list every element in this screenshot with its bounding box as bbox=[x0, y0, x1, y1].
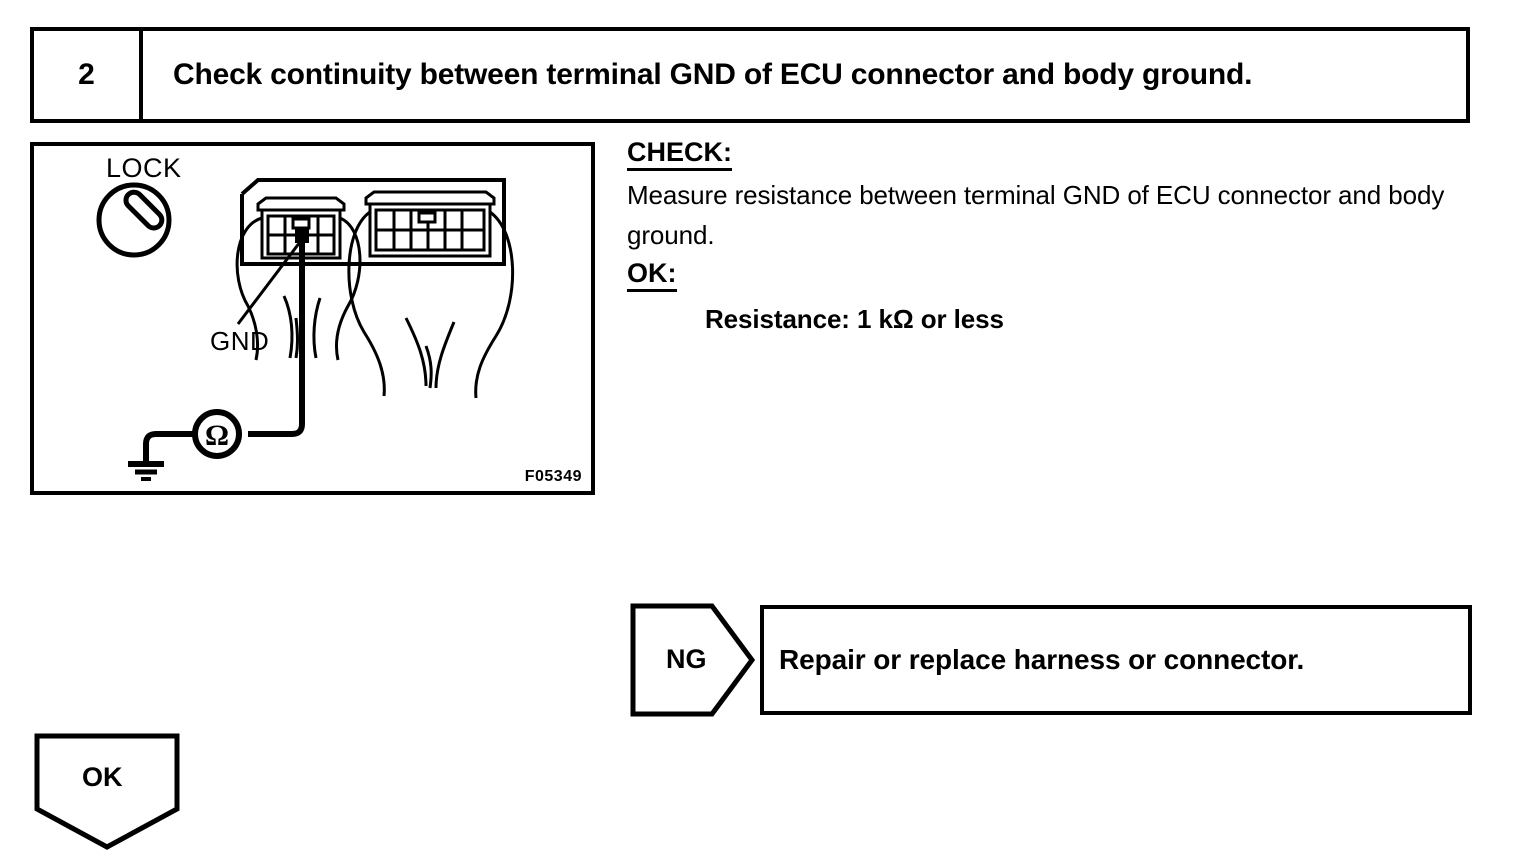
ok-arrow-shape bbox=[34, 733, 180, 850]
gnd-pin-highlight bbox=[295, 229, 309, 243]
ecu-connector-right bbox=[364, 190, 496, 258]
ok-branch: OK bbox=[34, 733, 184, 856]
ok-label: OK: bbox=[627, 259, 677, 293]
ng-result-box: Repair or replace harness or connector. bbox=[760, 605, 1472, 715]
gnd-leader-line bbox=[236, 241, 302, 325]
ohmmeter-icon: Ω bbox=[192, 409, 242, 459]
step-title-cell: Check continuity between terminal GND of… bbox=[147, 31, 1466, 119]
step-title: Check continuity between terminal GND of… bbox=[173, 58, 1253, 91]
ok-label-row: OK: bbox=[627, 259, 1487, 293]
ng-result-text: Repair or replace harness or connector. bbox=[779, 644, 1305, 675]
step-number-cell: 2 bbox=[34, 31, 143, 119]
ok-specification: Resistance: 1 kΩ or less bbox=[705, 304, 1004, 335]
check-text-block: CHECK: Measure resistance between termin… bbox=[627, 137, 1487, 335]
figure-id: F05349 bbox=[524, 468, 582, 485]
illustration-inner: LOCK GND F05349 bbox=[34, 146, 591, 491]
ng-label: NG bbox=[666, 644, 707, 674]
harness-right bbox=[347, 210, 515, 399]
chassis-ground-icon bbox=[128, 461, 164, 481]
check-description: Measure resistance between terminal GND … bbox=[627, 180, 1445, 250]
step-header-box: 2 Check continuity between terminal GND … bbox=[30, 27, 1470, 123]
check-label-row: CHECK: bbox=[627, 137, 1487, 172]
step-number: 2 bbox=[78, 58, 95, 91]
lock-label: LOCK bbox=[106, 153, 182, 183]
wiring-diagram-svg: Ω bbox=[96, 178, 515, 481]
gnd-terminal-label: GND bbox=[210, 326, 270, 356]
check-label: CHECK: bbox=[627, 137, 732, 172]
ng-arrow-shape bbox=[630, 603, 756, 717]
illustration-panel: LOCK GND F05349 bbox=[30, 142, 595, 495]
ground-lead-wire bbox=[143, 431, 195, 464]
svg-text:Ω: Ω bbox=[205, 419, 229, 452]
test-lead-wire bbox=[248, 238, 305, 437]
lock-screw-icon bbox=[96, 182, 172, 258]
ok-branch-label: OK bbox=[82, 762, 123, 792]
